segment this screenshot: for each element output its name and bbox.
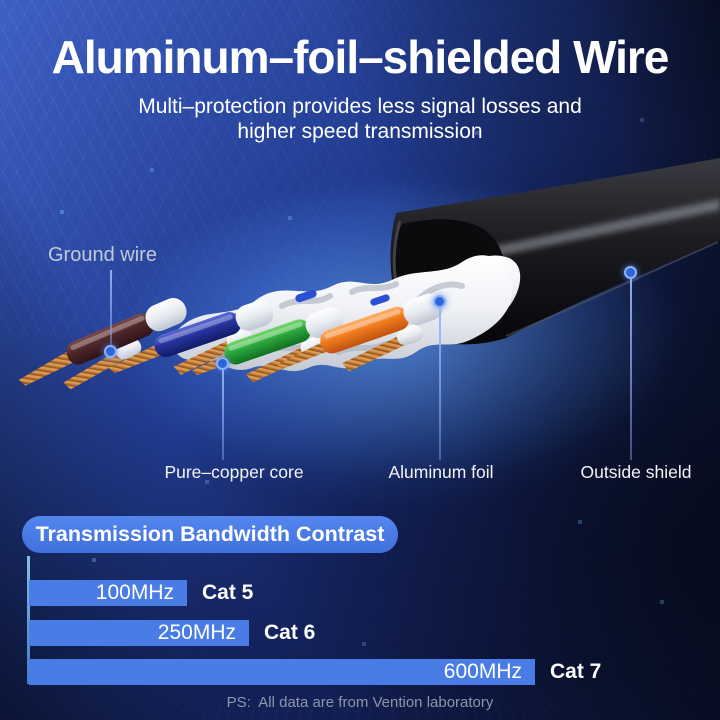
subtitle-line-1: Multi–protection provides less signal lo… — [138, 95, 582, 118]
aluminum-foil-label: Aluminum foil — [388, 462, 494, 482]
bar-row-cat6: 250MHz Cat 6 — [29, 619, 601, 646]
copper-core-callout-dot — [216, 357, 229, 370]
bar-cat7: 600MHz — [29, 659, 535, 685]
bar-value-cat5: 100MHz — [95, 581, 174, 604]
ground-wire-callout-dot — [104, 345, 117, 358]
outside-shield-label: Outside shield — [580, 462, 692, 482]
subtitle-line-2: higher speed transmission — [237, 120, 483, 143]
copper-core-label: Pure–copper core — [164, 462, 304, 482]
bandwidth-bar-chart: 100MHz Cat 5 250MHz Cat 6 600MHz Cat 7 — [29, 580, 601, 685]
subtitle: Multi–protection provides less signal lo… — [0, 94, 720, 144]
bar-category-cat6: Cat 6 — [264, 620, 316, 644]
bar-cat5: 100MHz — [29, 580, 187, 606]
page-title: Aluminum–foil–shielded Wire — [51, 31, 670, 83]
bar-cat6: 250MHz — [29, 619, 249, 646]
bar-value-cat6: 250MHz — [157, 620, 236, 644]
copper-core-callout-line — [222, 370, 224, 460]
outside-shield-callout-dot — [624, 266, 637, 279]
chart-header-badge: Transmission Bandwidth Contrast — [22, 516, 398, 553]
bar-value-cat7: 600MHz — [443, 660, 522, 683]
ground-wire-label: Ground wire — [48, 244, 157, 266]
ground-wire-callout-line — [110, 270, 112, 348]
chart-axis-line — [27, 556, 30, 684]
outside-shield-callout-line — [630, 279, 632, 460]
aluminum-foil-callout-line — [439, 308, 441, 460]
chart-footnote: PS: All data are from Vention laboratory — [226, 694, 494, 711]
bar-row-cat7: 600MHz Cat 7 — [29, 659, 601, 685]
bar-row-cat5: 100MHz Cat 5 — [29, 580, 601, 606]
bar-category-cat7: Cat 7 — [550, 660, 602, 683]
bar-category-cat5: Cat 5 — [202, 581, 254, 604]
aluminum-foil-callout-dot — [433, 295, 446, 308]
